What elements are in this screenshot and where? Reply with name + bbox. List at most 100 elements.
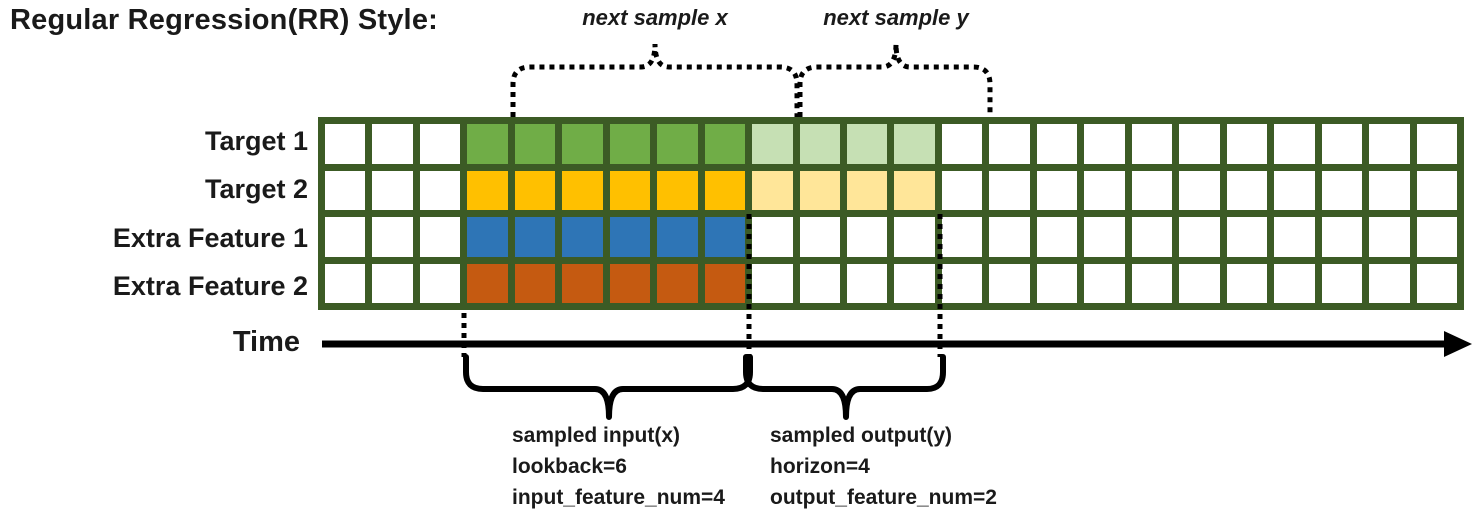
grid-cell [1131,170,1173,210]
grid-cell [657,217,698,257]
grid-cell [1416,170,1457,210]
row-label-target-1: Target 1 [204,126,308,156]
grid-cell [1084,124,1125,164]
sampled-output-annotation: sampled output(y) horizon=4 output_featu… [770,420,997,513]
grid-cell [941,263,983,303]
grid-cell [847,217,888,257]
diagram-title: Regular Regression(RR) Style: [10,4,438,36]
grid-cell [562,170,603,210]
grid-cell [1274,170,1315,210]
grid-cell [847,124,888,164]
grid-cell [847,170,888,210]
grid-cell [989,217,1030,257]
grid-cell [1321,217,1363,257]
grid-cell [752,263,793,303]
grid-cell [1369,263,1410,303]
grid-cell [989,170,1030,210]
grid-cell [704,170,746,210]
grid-cell [562,263,603,303]
grid-cell [467,124,508,164]
grid-cell [894,263,935,303]
grid-cell [1321,263,1363,303]
grid-cell [419,217,461,257]
grid-cell [1036,217,1078,257]
grid-cell [1226,170,1268,210]
grid-cell [1179,124,1220,164]
lookback-value: lookback=6 [512,455,627,478]
next-sample-y-label: next sample y [823,5,969,30]
grid-cell [467,263,508,303]
time-arrow-head [1444,331,1472,357]
grid-cell [799,263,841,303]
grid-cell [467,217,508,257]
grid-cell [1226,124,1268,164]
grid-cell [609,124,651,164]
grid-cell [1084,170,1125,210]
next-sample-x-brace [510,43,800,117]
grid-cell [989,263,1030,303]
grid-cell [941,217,983,257]
grid-cell [609,217,651,257]
grid-cell [799,170,841,210]
row-label-target-2: Target 2 [204,174,308,205]
grid-cell [1416,263,1457,303]
grid-cell [325,170,366,210]
grid-cell [562,217,603,257]
grid-cell [325,263,366,303]
grid-cell [325,217,366,257]
sampled-output-title: sampled output(y) [770,424,952,447]
grid-cell [894,170,935,210]
grid-cell [562,124,603,164]
grid-cell [1036,124,1078,164]
grid-cell [609,263,651,303]
grid-cell [704,124,746,164]
grid-cell [657,263,698,303]
grid-cell [1321,124,1363,164]
grid-cell [1131,124,1173,164]
row-label-extra-feature-2: Extra Feature 2 [112,270,308,301]
input-feature-num-value: input_feature_num=4 [512,486,725,509]
grid-cell [894,217,935,257]
grid-cell [704,217,746,257]
grid-cell [989,124,1030,164]
grid-cell [419,170,461,210]
grid-cell [372,170,413,210]
grid-cell [419,263,461,303]
grid-cell [1369,124,1410,164]
grid-cell [1321,170,1363,210]
next-sample-x-label: next sample x [582,5,728,30]
grid-cell [799,217,841,257]
grid-cell [1179,217,1220,257]
grid-cell [1179,170,1220,210]
grid-cell [372,217,413,257]
grid-cell [1274,263,1315,303]
grid-cell [1036,170,1078,210]
horizon-value: horizon=4 [770,455,870,478]
grid-cell [752,217,793,257]
sampled-input-annotation: sampled input(x) lookback=6 input_featur… [512,420,725,513]
sampled-output-brace [743,354,946,420]
sampled-input-brace [463,354,753,420]
grid-cell [752,124,793,164]
grid-cell [657,124,698,164]
grid-cell [847,263,888,303]
grid-cell [941,124,983,164]
grid-cell [941,170,983,210]
grid-cell [514,170,556,210]
grid-cell [467,170,508,210]
grid-cell [514,217,556,257]
grid-cell [325,124,366,164]
grid-cell [799,124,841,164]
grid-cell [372,263,413,303]
grid-cell [1179,263,1220,303]
grid-cell [1274,124,1315,164]
grid-cell [1084,263,1125,303]
grid-cell [1226,217,1268,257]
grid-cell [1131,263,1173,303]
timeseries-grid [318,117,1464,310]
next-sample-y-brace [797,43,993,117]
grid-cell [514,263,556,303]
grid-cell [657,170,698,210]
row-label-extra-feature-1: Extra Feature 1 [112,222,308,253]
